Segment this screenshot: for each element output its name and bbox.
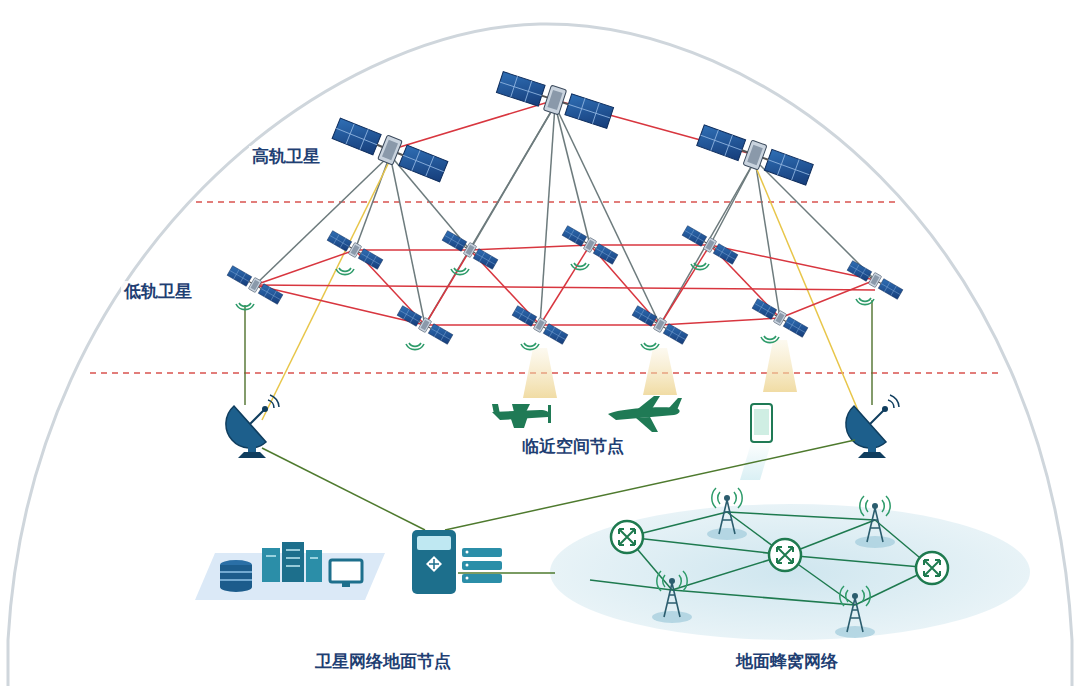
region-label: 高轨卫星	[249, 146, 323, 167]
region-label: 地面蜂窝网络	[733, 651, 841, 672]
region-label: 低轨卫星	[121, 281, 195, 302]
region-label: 临近空间节点	[519, 436, 627, 457]
region-label: 卫星网络地面节点	[312, 651, 454, 672]
